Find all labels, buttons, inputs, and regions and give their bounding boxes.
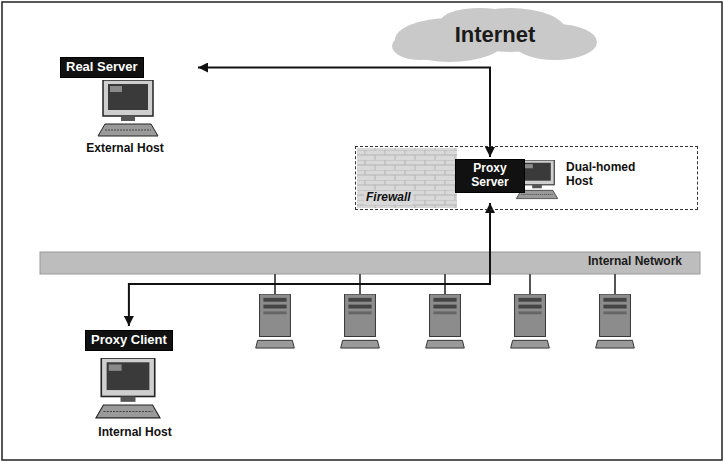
firewall-zone: Firewall Proxy Server Dual-homed Host bbox=[355, 146, 698, 210]
workstation-icon bbox=[256, 294, 295, 348]
network-band-shape bbox=[40, 252, 700, 274]
computer-icon bbox=[98, 80, 158, 136]
workstation-icon bbox=[341, 294, 380, 348]
node-title: Proxy Server bbox=[455, 159, 525, 193]
computer-icon bbox=[96, 358, 160, 418]
node-title: Real Server bbox=[60, 57, 144, 78]
node-caption: Dual-homed Host bbox=[566, 161, 646, 189]
workstation-icon bbox=[426, 294, 465, 348]
node-caption: Internal Host bbox=[80, 426, 190, 440]
network-band: Internal Network bbox=[40, 252, 700, 274]
connector-arrow bbox=[198, 68, 490, 158]
workstation-icon bbox=[511, 294, 550, 348]
node-title: Firewall bbox=[364, 191, 413, 205]
node-caption: External Host bbox=[55, 142, 195, 156]
workstation-icon bbox=[596, 294, 635, 348]
connector-arrow bbox=[129, 203, 490, 326]
node-title: Proxy Client bbox=[85, 330, 173, 351]
internet-cloud: Internet bbox=[390, 8, 603, 64]
node-title: Internet bbox=[390, 22, 600, 47]
client-node: Proxy ClientInternal Host bbox=[80, 326, 210, 451]
node-title: Internal Network bbox=[588, 255, 682, 269]
proxy-server-node: Proxy Server Dual-homed Host bbox=[451, 157, 691, 203]
server-node: Real ServerExternal Host bbox=[55, 52, 198, 164]
firewall-bricks bbox=[357, 148, 457, 208]
